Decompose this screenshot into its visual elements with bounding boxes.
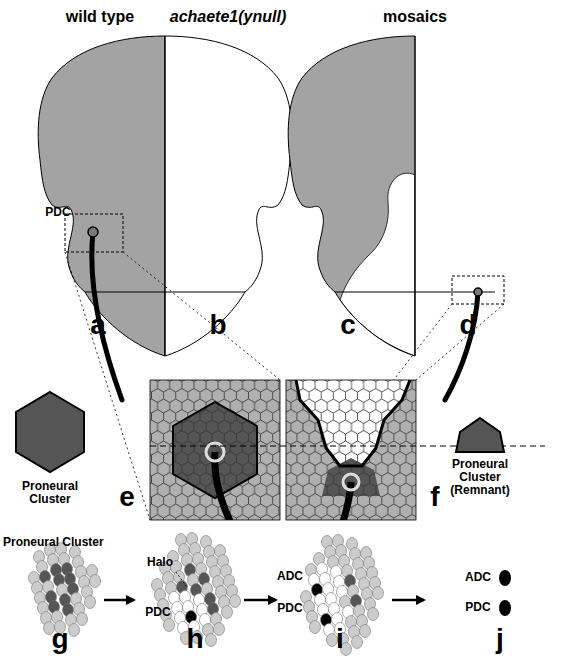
cell bbox=[164, 619, 175, 632]
cell-name: PDC bbox=[45, 206, 70, 219]
cell bbox=[77, 613, 88, 626]
cell-name: PDC bbox=[145, 606, 170, 619]
cell bbox=[222, 606, 233, 619]
panel-letter: e bbox=[119, 482, 135, 513]
cell-clusters bbox=[29, 533, 384, 656]
panel-letter: a bbox=[90, 310, 106, 341]
panel-letter: i bbox=[336, 624, 344, 655]
cell bbox=[310, 621, 321, 634]
cell-name: PDC bbox=[277, 602, 302, 615]
notum-achaete bbox=[165, 36, 292, 356]
cell bbox=[69, 624, 80, 637]
cluster-caption: Proneural Cluster bbox=[15, 480, 85, 506]
cluster-caption: Proneural Cluster (Remnant) bbox=[445, 458, 515, 498]
cell-name: ADC bbox=[277, 570, 303, 583]
panel-letter: j bbox=[496, 624, 504, 655]
cell bbox=[352, 636, 363, 649]
cell bbox=[327, 634, 338, 647]
halo-leader bbox=[176, 572, 186, 586]
panel-heading: wild type bbox=[66, 8, 134, 26]
panel-letter: f bbox=[430, 482, 439, 513]
cell bbox=[373, 587, 384, 600]
cell bbox=[368, 608, 379, 621]
panel-heading: achaete1(ynull) bbox=[170, 8, 286, 26]
pdc-cell bbox=[499, 600, 511, 616]
cell bbox=[90, 575, 101, 588]
panel-letter: d bbox=[459, 310, 476, 341]
cluster-caption: Proneural Cluster bbox=[3, 536, 104, 549]
sequence-arrows bbox=[104, 599, 424, 602]
cell bbox=[85, 596, 96, 609]
cell bbox=[206, 634, 217, 647]
cell bbox=[360, 625, 371, 638]
cell-panel-f bbox=[286, 380, 416, 520]
cell bbox=[230, 595, 241, 608]
remnant-cluster bbox=[456, 418, 504, 452]
cell bbox=[214, 623, 225, 636]
cell-name: ADC bbox=[465, 571, 491, 584]
notum-wild-type bbox=[38, 36, 165, 400]
zoom-lines bbox=[65, 252, 504, 520]
cell-name: Halo bbox=[147, 556, 173, 569]
notum-mosaic-c bbox=[288, 36, 415, 356]
notum-mosaic-d bbox=[415, 36, 570, 400]
panel-letter: h bbox=[186, 624, 203, 655]
proneural-hexagon bbox=[16, 392, 84, 472]
panel-letter: b bbox=[209, 310, 226, 341]
panel-letter: g bbox=[51, 624, 68, 655]
panel-heading: mosaics bbox=[383, 8, 447, 26]
panel-letter: c bbox=[340, 310, 356, 341]
adc-cell bbox=[499, 570, 511, 586]
cell-name: PDC bbox=[465, 601, 490, 614]
cell-panel-e bbox=[150, 380, 280, 520]
